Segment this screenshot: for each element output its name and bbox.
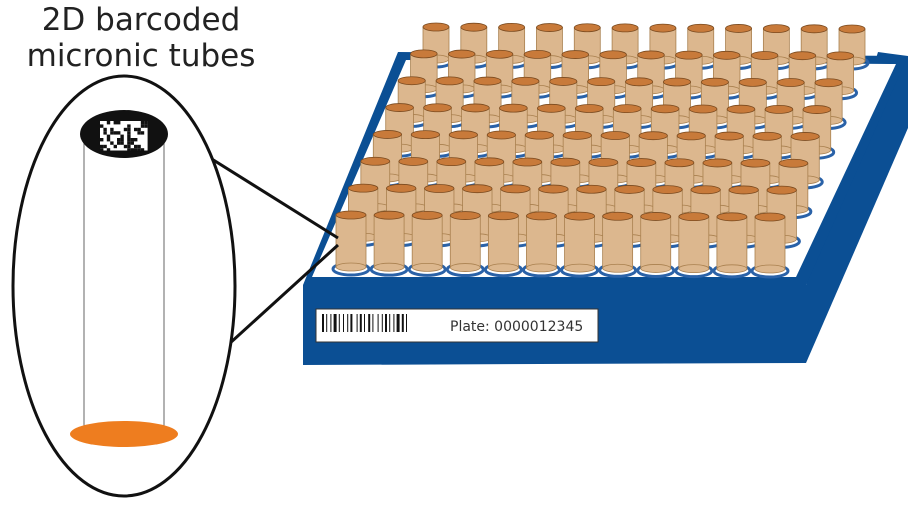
micronic-tube — [754, 212, 786, 274]
micronic-tube — [449, 211, 481, 272]
rack-right-side — [806, 52, 908, 363]
micronic-tube — [602, 211, 634, 273]
caption-line-1: 2D barcoded — [41, 2, 241, 38]
caption-line-2: micronic tubes — [26, 38, 256, 74]
caption: 2D barcoded micronic tubes — [0, 2, 282, 74]
datamatrix-barcode-icon — [100, 121, 148, 152]
micronic-tube — [473, 76, 502, 124]
micronic-tube — [564, 211, 595, 273]
tube-grid — [335, 22, 866, 274]
micronic-tube — [487, 211, 519, 273]
micronic-tube — [678, 212, 710, 274]
micronic-tube — [411, 210, 443, 272]
micronic-tube — [640, 212, 672, 273]
plate-id-text: Plate: 0000012345 — [450, 319, 583, 335]
zoom-tube-bottom — [70, 421, 178, 447]
micronic-tube — [335, 210, 367, 272]
micronic-tube — [373, 210, 405, 272]
zoom-line-bottom — [216, 243, 340, 356]
micronic-tube — [762, 24, 790, 66]
plate-barcode-icon — [322, 314, 407, 332]
micronic-tube — [700, 77, 729, 125]
micronic-tube — [716, 212, 748, 274]
plate-label: Plate: 0000012345 — [315, 308, 599, 343]
micronic-tube — [549, 77, 578, 124]
zoom-magnifier-icon — [11, 74, 237, 498]
micronic-tube — [526, 211, 557, 273]
